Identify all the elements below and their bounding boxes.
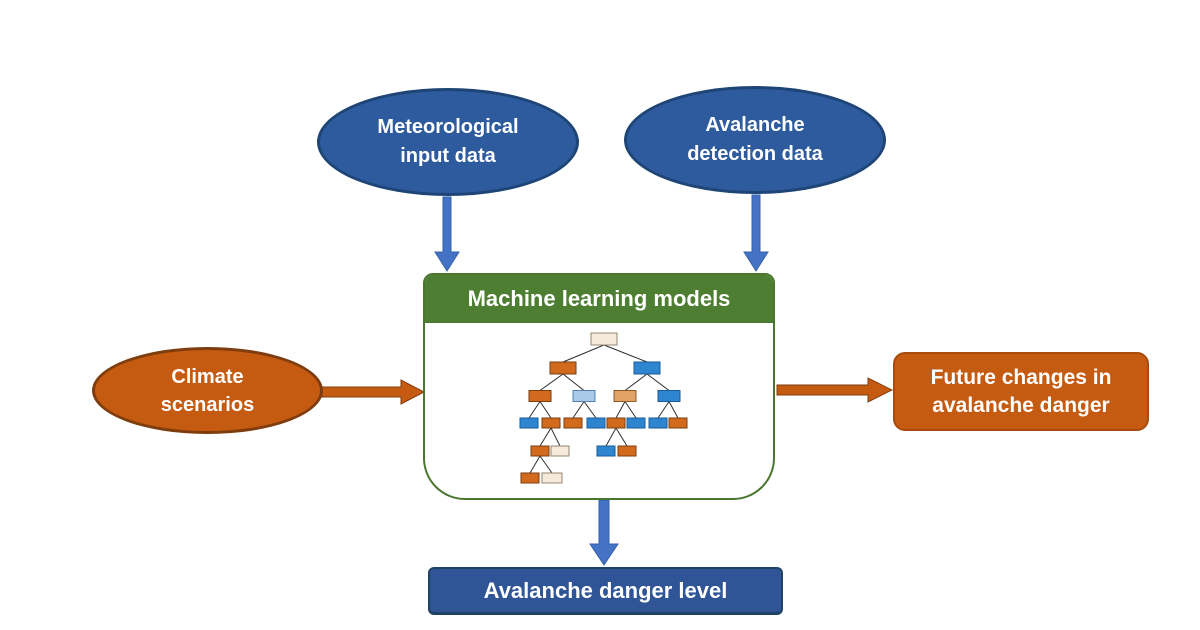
arrow-detection-to-ml (743, 194, 769, 272)
future-changes-label-line2: avalanche danger (932, 393, 1110, 417)
tree-node (596, 445, 616, 457)
tree-node (626, 417, 646, 429)
tree-node (530, 445, 550, 457)
tree-edge (539, 455, 553, 474)
tree-node (520, 472, 540, 484)
tree-edge (657, 401, 670, 419)
tree-edge (562, 344, 605, 363)
tree-edge (646, 373, 670, 391)
climate-scenarios-ellipse: Climate scenarios (92, 347, 323, 434)
ml-models-header: Machine learning models (425, 275, 773, 323)
tree-node (668, 417, 688, 429)
tree-edge (539, 427, 552, 447)
arrow-ml-to-danger (589, 499, 619, 566)
tree-edge (572, 401, 585, 419)
meteorological-input-label-line2: input data (400, 145, 496, 167)
tree-edge (603, 344, 648, 363)
tree-node (613, 390, 637, 402)
arrow-ml-to-future (776, 377, 894, 403)
tree-node (586, 417, 606, 429)
tree-edge (528, 401, 541, 419)
climate-scenarios-label-line2: scenarios (160, 393, 255, 416)
tree-node (617, 445, 637, 457)
ml-models-title: Machine learning models (467, 285, 731, 311)
avalanche-danger-level-label: Avalanche danger level (483, 577, 728, 603)
tree-edge (562, 373, 585, 391)
avalanche-detection-ellipse: Avalanche detection data (624, 86, 886, 194)
tree-edge (550, 427, 561, 447)
tree-node (541, 472, 563, 484)
future-changes-box: Future changes in avalanche danger (893, 352, 1149, 431)
tree-node (563, 417, 583, 429)
tree-edge (668, 401, 679, 419)
tree-node (528, 390, 552, 402)
tree-edge (624, 373, 648, 391)
tree-edge (615, 401, 626, 419)
arrow-met-to-ml (434, 196, 460, 272)
tree-node (657, 390, 681, 402)
decision-tree-illustration (519, 332, 688, 484)
tree-edge (605, 427, 617, 447)
tree-node (549, 361, 577, 375)
tree-edge (615, 427, 628, 447)
tree-edge (539, 373, 564, 391)
tree-node (541, 417, 561, 429)
tree-edge (624, 401, 637, 419)
tree-node (572, 390, 596, 402)
tree-node (648, 417, 668, 429)
tree-node (633, 361, 661, 375)
avalanche-detection-label-line1: Avalanche (705, 114, 805, 136)
tree-node (519, 417, 539, 429)
arrow-climate-to-ml (321, 379, 426, 405)
tree-node (550, 445, 570, 457)
climate-scenarios-label-line1: Climate (171, 365, 244, 388)
ml-models-box: Machine learning models (423, 273, 775, 500)
ml-models-body (425, 323, 773, 498)
avalanche-detection-label-line2: detection data (687, 143, 823, 165)
tree-node (606, 417, 626, 429)
tree-edge (529, 455, 541, 474)
meteorological-input-label-line1: Meteorological (377, 116, 519, 138)
meteorological-input-ellipse: Meteorological input data (317, 88, 579, 196)
tree-edge (539, 401, 552, 419)
future-changes-label-line1: Future changes in (930, 365, 1112, 389)
tree-edge (583, 401, 597, 419)
avalanche-danger-level-box: Avalanche danger level (428, 567, 783, 615)
tree-node (590, 332, 618, 346)
